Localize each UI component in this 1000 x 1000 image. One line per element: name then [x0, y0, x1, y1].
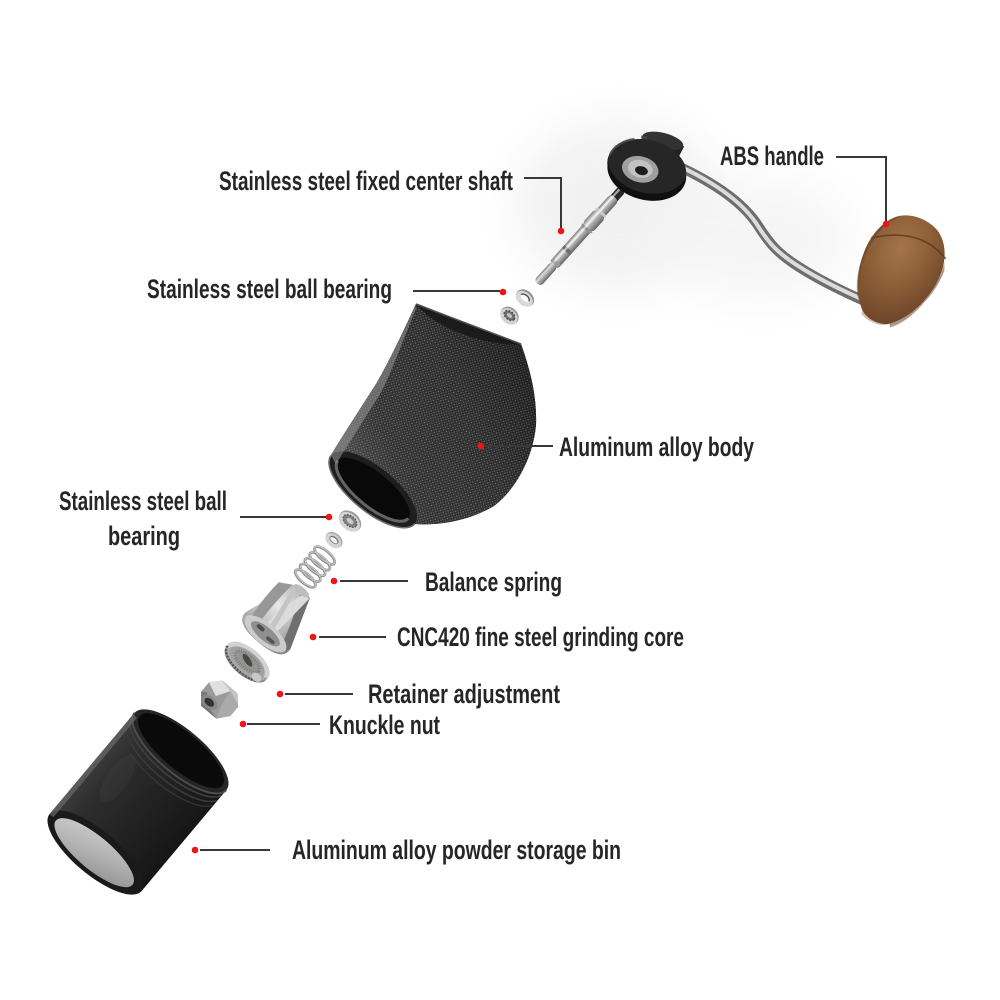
svg-text:CNC420 fine steel grinding cor: CNC420 fine steel grinding core	[397, 622, 684, 652]
svg-text:Aluminum alloy body: Aluminum alloy body	[559, 432, 754, 462]
svg-text:ABS handle: ABS handle	[720, 141, 824, 171]
svg-text:Knuckle nut: Knuckle nut	[329, 710, 440, 740]
svg-text:Aluminum alloy powder storage: Aluminum alloy powder storage bin	[292, 835, 621, 865]
svg-text:bearing: bearing	[108, 521, 180, 551]
svg-text:Retainer adjustment: Retainer adjustment	[368, 679, 560, 709]
svg-text:Stainless steel fixed center s: Stainless steel fixed center shaft	[219, 166, 513, 196]
svg-text:Stainless steel ball bearing: Stainless steel ball bearing	[147, 274, 392, 304]
svg-text:Balance spring: Balance spring	[425, 567, 562, 597]
svg-text:Stainless steel ball: Stainless steel ball	[59, 486, 227, 516]
